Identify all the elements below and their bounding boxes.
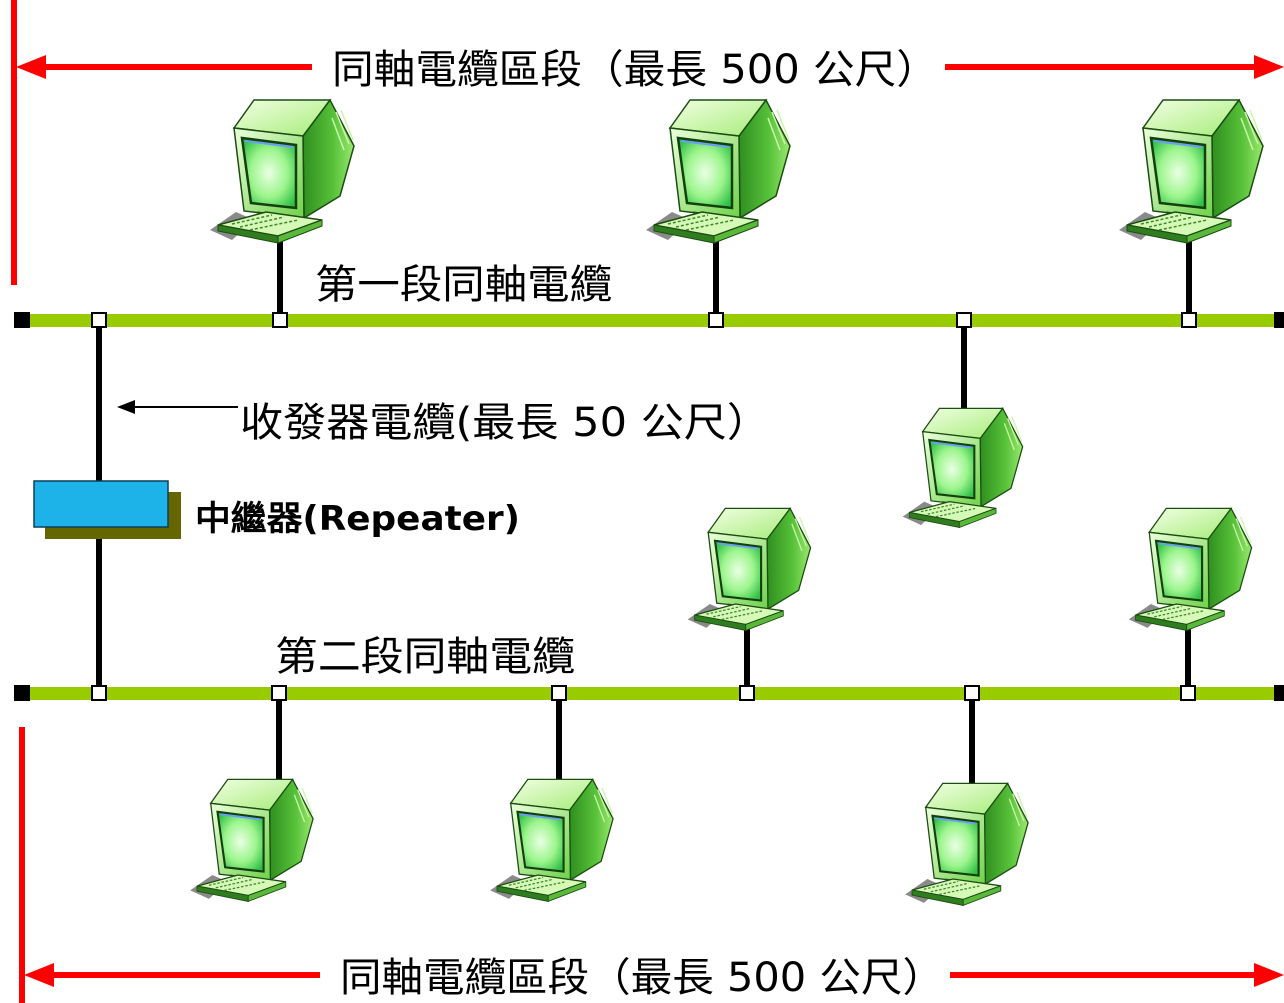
- cable-tap: [708, 312, 724, 328]
- cable-tap: [271, 685, 287, 701]
- computer-icon: [644, 98, 792, 245]
- cable-tap: [1180, 685, 1196, 701]
- coax-cable: [24, 687, 1284, 700]
- segment-length-label-bottom: 同軸電纜區段（最長 500 公尺）: [340, 955, 944, 1001]
- arrow-head-right-icon: [1254, 963, 1284, 987]
- arrow-head-left-icon: [24, 963, 54, 987]
- computer-icon: [901, 407, 1024, 529]
- cable-tap: [956, 312, 972, 328]
- segment-length-arrow-top: 同軸電纜區段（最長 500 公尺）: [11, 0, 1284, 285]
- cable-tap: [272, 312, 288, 328]
- repeater: 中繼器(Repeater): [33, 480, 520, 539]
- terminator-right: [1274, 312, 1284, 328]
- cable-tap: [964, 685, 980, 701]
- cable-tap: [91, 685, 107, 701]
- segment-boundary-line-top: [11, 0, 17, 285]
- terminator-right: [1274, 685, 1284, 701]
- computer-icon: [1117, 98, 1265, 245]
- arrow-head-right-icon: [1254, 55, 1284, 79]
- repeater-icon: [33, 480, 169, 528]
- cable-1-label: 第一段同軸電纜: [315, 262, 612, 308]
- segment-boundary-line-bottom: [19, 727, 25, 1003]
- arrow-line-left: [40, 64, 312, 70]
- computer-icon: [686, 507, 812, 632]
- transceiver-cable-annotation: 收發器電纜(最長 50 公尺）: [117, 400, 770, 446]
- computer-icon: [208, 98, 356, 245]
- cable-tap: [551, 685, 567, 701]
- cable-2-label: 第二段同軸電纜: [275, 634, 575, 680]
- computer-icon: [904, 782, 1030, 907]
- coax-cable-segment-2: 第二段同軸電纜: [14, 634, 1284, 701]
- repeater-label: 中繼器(Repeater): [195, 499, 520, 539]
- computer-icon: [189, 778, 315, 903]
- terminator-left: [14, 685, 30, 701]
- computer-icon: [1127, 507, 1253, 632]
- segment-length-label-top: 同軸電纜區段（最長 500 公尺）: [332, 47, 938, 93]
- pointer-arrow-head-icon: [117, 400, 135, 414]
- coax-cable: [24, 314, 1284, 327]
- computer-icon: [489, 778, 615, 903]
- terminator-left: [14, 312, 30, 328]
- arrow-line-right: [950, 972, 1260, 978]
- arrow-line-left: [48, 972, 320, 978]
- coax-cable-segment-1: 第一段同軸電纜: [14, 262, 1284, 328]
- cable-tap: [739, 685, 755, 701]
- cable-tap: [1181, 312, 1197, 328]
- arrow-line-right: [945, 64, 1260, 70]
- transceiver-cable-label: 收發器電纜(最長 50 公尺）: [240, 400, 770, 446]
- arrow-head-left-icon: [16, 55, 46, 79]
- cable-tap: [91, 312, 107, 328]
- segment-length-arrow-bottom: 同軸電纜區段（最長 500 公尺）: [19, 727, 1284, 1003]
